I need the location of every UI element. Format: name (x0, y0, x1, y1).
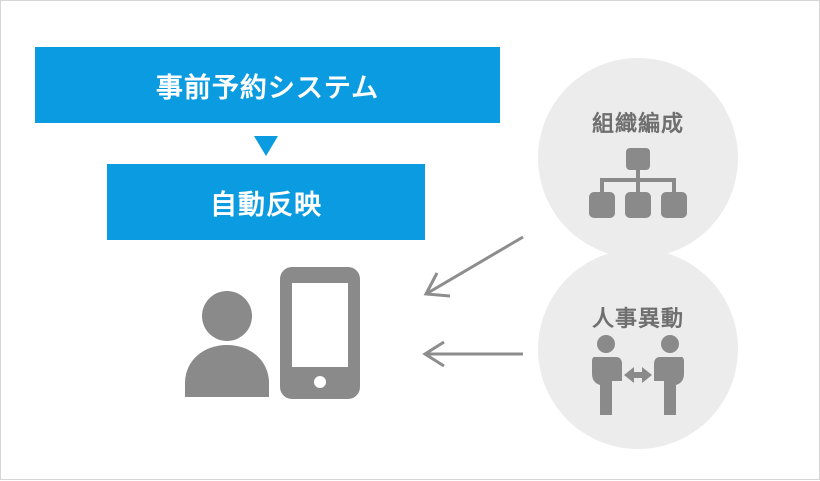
smartphone-icon (280, 267, 360, 399)
arrow-from-org-change (423, 235, 524, 298)
auto-reflect-label: 自動反映 (210, 189, 322, 221)
reservation-system-box: 事前予約システム (35, 47, 500, 123)
arrow-from-hr-transfer (422, 340, 523, 368)
hr-transfer-circle: 人事異動 (538, 249, 738, 449)
auto-reflect-box: 自動反映 (107, 164, 425, 240)
user-icon (185, 291, 269, 397)
transfer-icon (592, 335, 684, 415)
org-change-label: 組織編成 (591, 112, 684, 137)
org-change-circle: 組織編成 (538, 58, 738, 258)
down-triangle-icon (254, 136, 278, 156)
reservation-system-label: 事前予約システム (155, 72, 380, 104)
hr-transfer-label: 人事異動 (591, 307, 684, 332)
org-chart-icon (589, 148, 687, 218)
